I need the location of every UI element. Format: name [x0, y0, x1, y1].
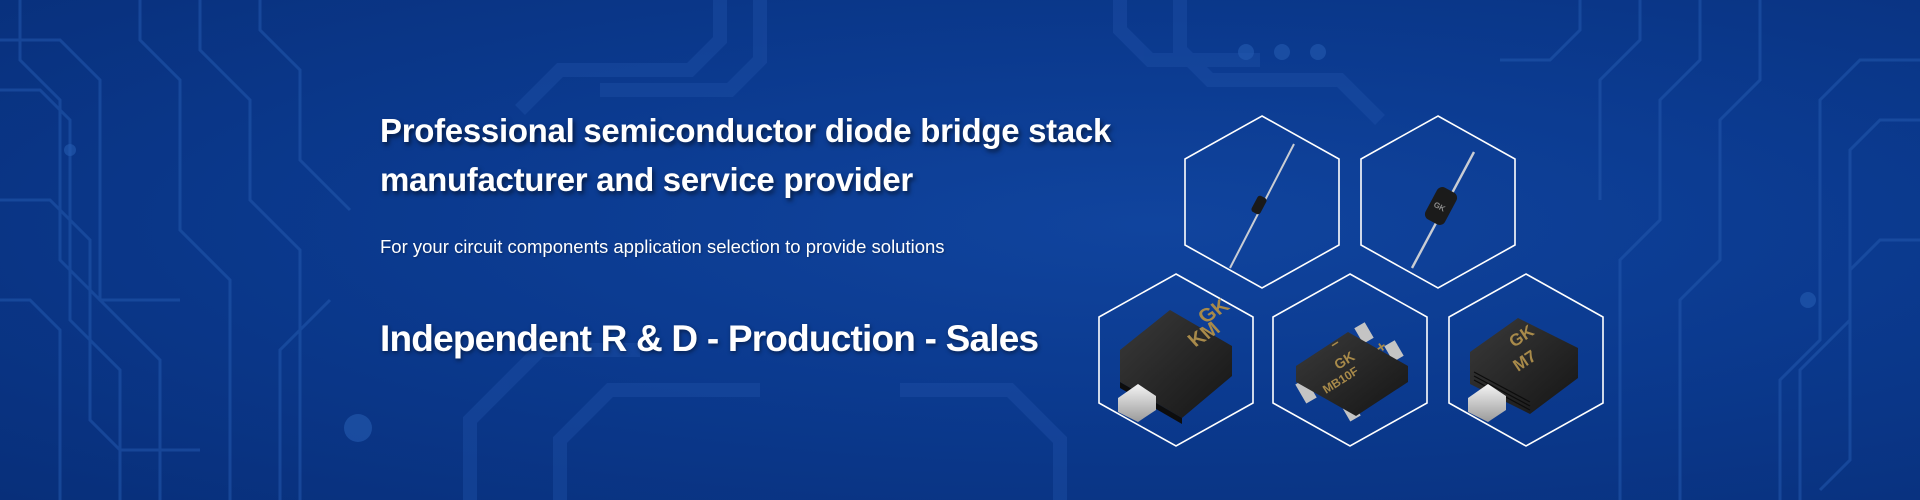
hexagon-frame	[1272, 273, 1428, 447]
product-hexagon-grid: GK GK KM − + GK MB10F	[1098, 115, 1604, 447]
diode-marking-line1: GK	[1194, 295, 1235, 328]
hexagon-frame	[1098, 273, 1254, 447]
axial-diode-small	[1229, 143, 1295, 269]
hexagon-frame	[1184, 115, 1340, 289]
hexagon-frame	[1360, 115, 1516, 289]
subheadline: For your circuit components application …	[380, 236, 945, 257]
smd-rectifier-m7: GK M7	[1468, 318, 1578, 422]
headline-line1: Professional semiconductor diode bridge …	[380, 112, 1112, 149]
smd-diode-gk-km: GK KM	[1118, 295, 1234, 424]
axial-diode-large: GK	[1410, 151, 1476, 269]
tagline: Independent R & D - Production - Sales	[380, 318, 1039, 359]
headline-line2: manufacturer and service provider	[380, 161, 913, 198]
bridge-rectifier-mb10f: − + GK MB10F	[1295, 322, 1408, 422]
headline: Professional semiconductor diode bridge …	[380, 106, 1180, 204]
hexagon-frame	[1448, 273, 1604, 447]
